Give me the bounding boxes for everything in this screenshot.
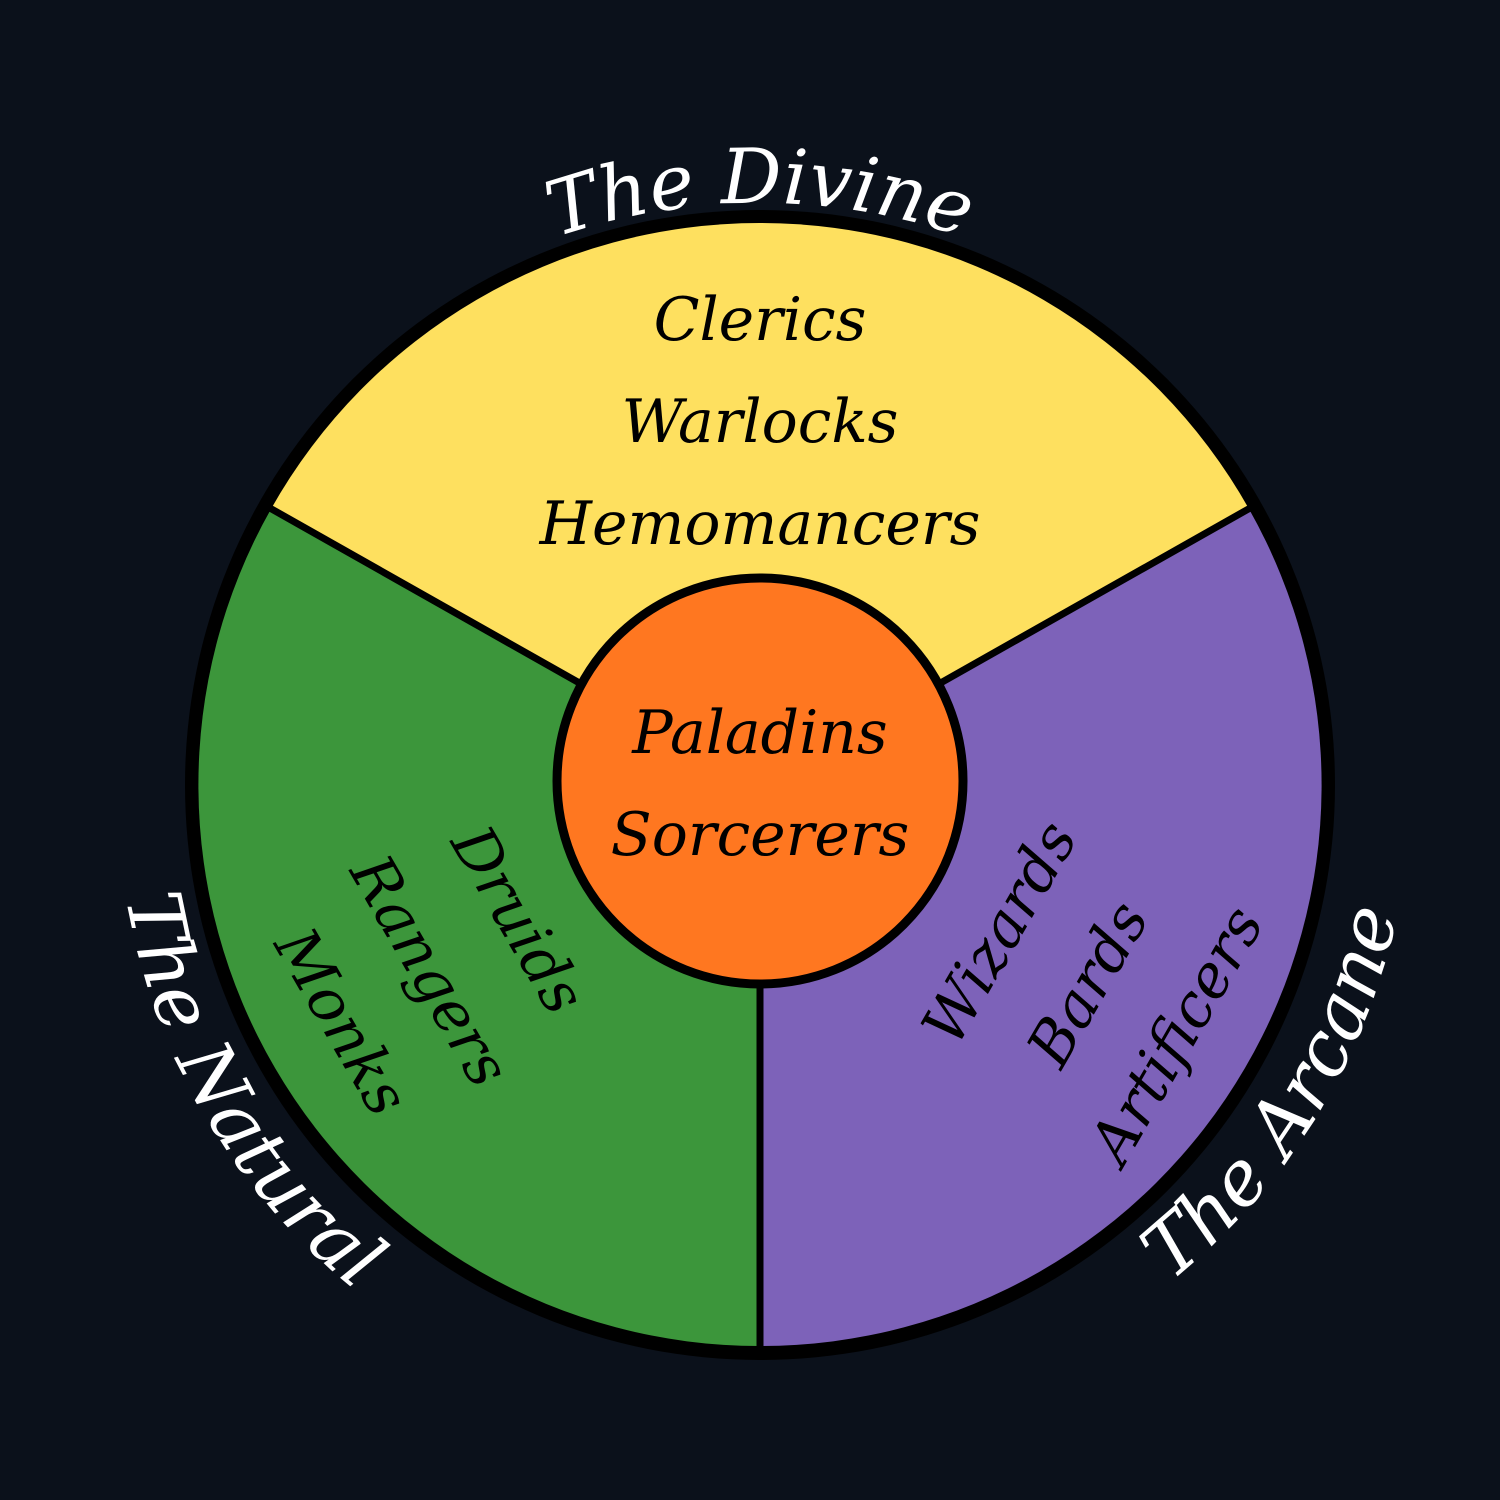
center-items: Paladins Sorcerers	[611, 698, 910, 870]
divine-items: Clerics Warlocks Hemomancers	[539, 285, 981, 559]
divine-item: Clerics	[654, 285, 867, 355]
center-item: Paladins	[631, 698, 887, 768]
center-item: Sorcerers	[611, 800, 910, 870]
divine-item: Warlocks	[622, 387, 899, 457]
center-circle	[552, 573, 968, 989]
divine-item: Hemomancers	[539, 489, 981, 559]
